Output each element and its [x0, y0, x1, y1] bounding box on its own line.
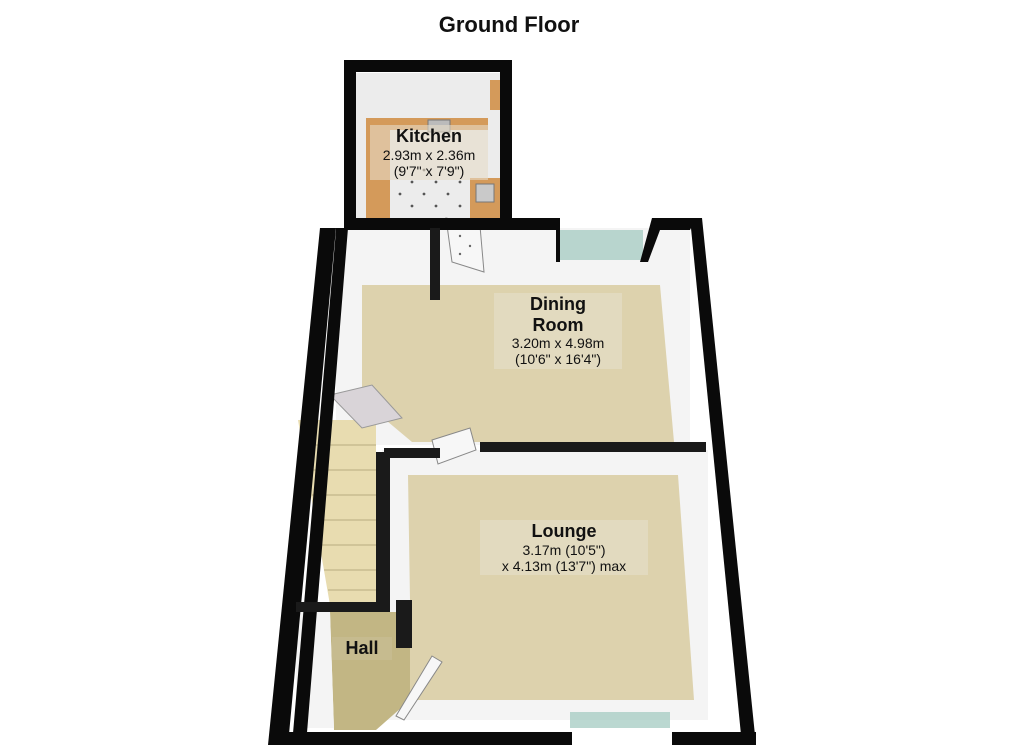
- dining-window: [558, 230, 643, 260]
- lounge-name: Lounge: [531, 521, 597, 541]
- hall-name: Hall: [345, 638, 379, 658]
- dining-imperial: (10'6" x 16'4"): [514, 351, 602, 368]
- dining-metric: 3.20m x 4.98m: [511, 335, 605, 352]
- kitchen-imperial: (9'7" x 7'9"): [393, 162, 465, 179]
- interior-walls: [296, 228, 706, 648]
- lounge-line1: 3.17m (10'5"): [522, 541, 606, 558]
- dining-name-line1: Dining: [530, 294, 586, 314]
- dining-name-line2: Room: [532, 314, 584, 335]
- lounge-line2: x 4.13m (13'7") max: [501, 557, 627, 574]
- sink-icon: [475, 183, 495, 203]
- floor-title: Ground Floor: [438, 12, 580, 37]
- kitchen-name: Kitchen: [395, 126, 462, 146]
- kitchen-metric: 2.93m x 2.36m: [382, 146, 476, 163]
- door-front: [395, 655, 443, 721]
- room-label-hall: Hall: [332, 637, 392, 660]
- kitchen-window: [490, 80, 500, 110]
- room-label-kitchen: Kitchen 2.93m x 2.36m (9'7" x 7'9"): [370, 125, 488, 180]
- lounge-window: [570, 712, 670, 728]
- room-label-dining: Dining Room 3.20m x 4.98m (10'6" x 16'4"…: [494, 293, 622, 369]
- lounge-floor: [408, 475, 694, 700]
- exterior-walls: [268, 60, 756, 745]
- room-label-lounge: Lounge 3.17m (10'5") x 4.13m (13'7") max: [480, 520, 648, 575]
